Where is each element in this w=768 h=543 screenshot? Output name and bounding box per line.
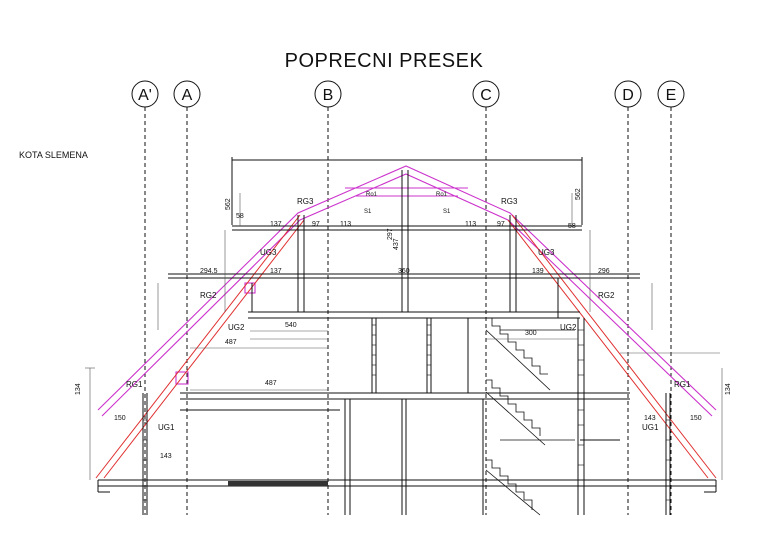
- axis-label-a-prime: A': [138, 87, 152, 104]
- dim-58-right: 58: [568, 223, 576, 230]
- label-ro1-left: Ro1: [366, 192, 378, 198]
- label-ug1-right: UG1: [642, 423, 659, 432]
- staircase: [485, 317, 575, 516]
- dim-360: 360: [398, 268, 410, 275]
- label-ug1-left: UG1: [158, 423, 175, 432]
- dim-134-right: 134: [725, 383, 732, 395]
- axis-label-d: D: [622, 87, 634, 104]
- kota-slemena-label: KOTA SLEMENA: [19, 150, 88, 160]
- label-ug3-left: UG3: [260, 248, 277, 257]
- axis-label-e: E: [666, 87, 677, 104]
- axis-label-b: B: [323, 87, 334, 104]
- label-ug2-right: UG2: [560, 323, 577, 332]
- axis-label-c: C: [480, 87, 492, 104]
- dim-97-left: 97: [312, 221, 320, 228]
- label-ug3-right: UG3: [538, 248, 555, 257]
- dim-487-upper: 487: [225, 339, 237, 346]
- dim-58-left: 58: [236, 213, 244, 220]
- dim-139: 139: [532, 268, 544, 275]
- dim-143-right: 143: [644, 415, 656, 422]
- dim-562-left: 562: [225, 198, 232, 210]
- dim-294-5: 294.5: [200, 268, 218, 275]
- label-rg3-left: RG3: [297, 197, 314, 206]
- label-rg3-right: RG3: [501, 197, 518, 206]
- page-title: POPRECNI PRESEK: [284, 50, 484, 72]
- dim-297: 297: [387, 228, 394, 240]
- dim-137-mid: 137: [270, 268, 282, 275]
- dim-113-left: 113: [340, 221, 351, 228]
- dim-97-right: 97: [497, 221, 505, 228]
- dim-137-top: 137: [270, 221, 282, 228]
- label-rg1-left: RG1: [126, 380, 143, 389]
- label-rg1-right: RG1: [674, 380, 691, 389]
- dimension-lines: [85, 193, 723, 480]
- label-s1-left: S1: [364, 209, 372, 215]
- dim-540: 540: [285, 322, 297, 329]
- building-structure: [97, 157, 717, 515]
- dim-300: 300: [525, 330, 537, 337]
- dim-562-right: 562: [575, 188, 582, 200]
- roof-outline: [97, 165, 717, 417]
- label-rg2-left: RG2: [200, 291, 217, 300]
- dim-150-left: 150: [114, 415, 126, 422]
- axis-grid: [131, 80, 685, 515]
- label-rg2-right: RG2: [598, 291, 615, 300]
- hatched-slab-segment: [228, 481, 328, 486]
- dim-150-right: 150: [690, 415, 702, 422]
- dim-143-left: 143: [160, 453, 172, 460]
- label-s1-right: S1: [443, 209, 451, 215]
- label-ug2-left: UG2: [228, 323, 245, 332]
- axis-label-a: A: [182, 87, 193, 104]
- label-ro1-right: Ro1: [436, 192, 448, 198]
- dim-113-right: 113: [465, 221, 476, 228]
- dim-296: 296: [598, 268, 610, 275]
- rafters: [95, 214, 717, 479]
- dim-437: 437: [393, 238, 400, 250]
- column-hatching: [143, 324, 670, 501]
- dim-134-left: 134: [75, 383, 82, 395]
- dim-487-lower: 487: [265, 380, 277, 387]
